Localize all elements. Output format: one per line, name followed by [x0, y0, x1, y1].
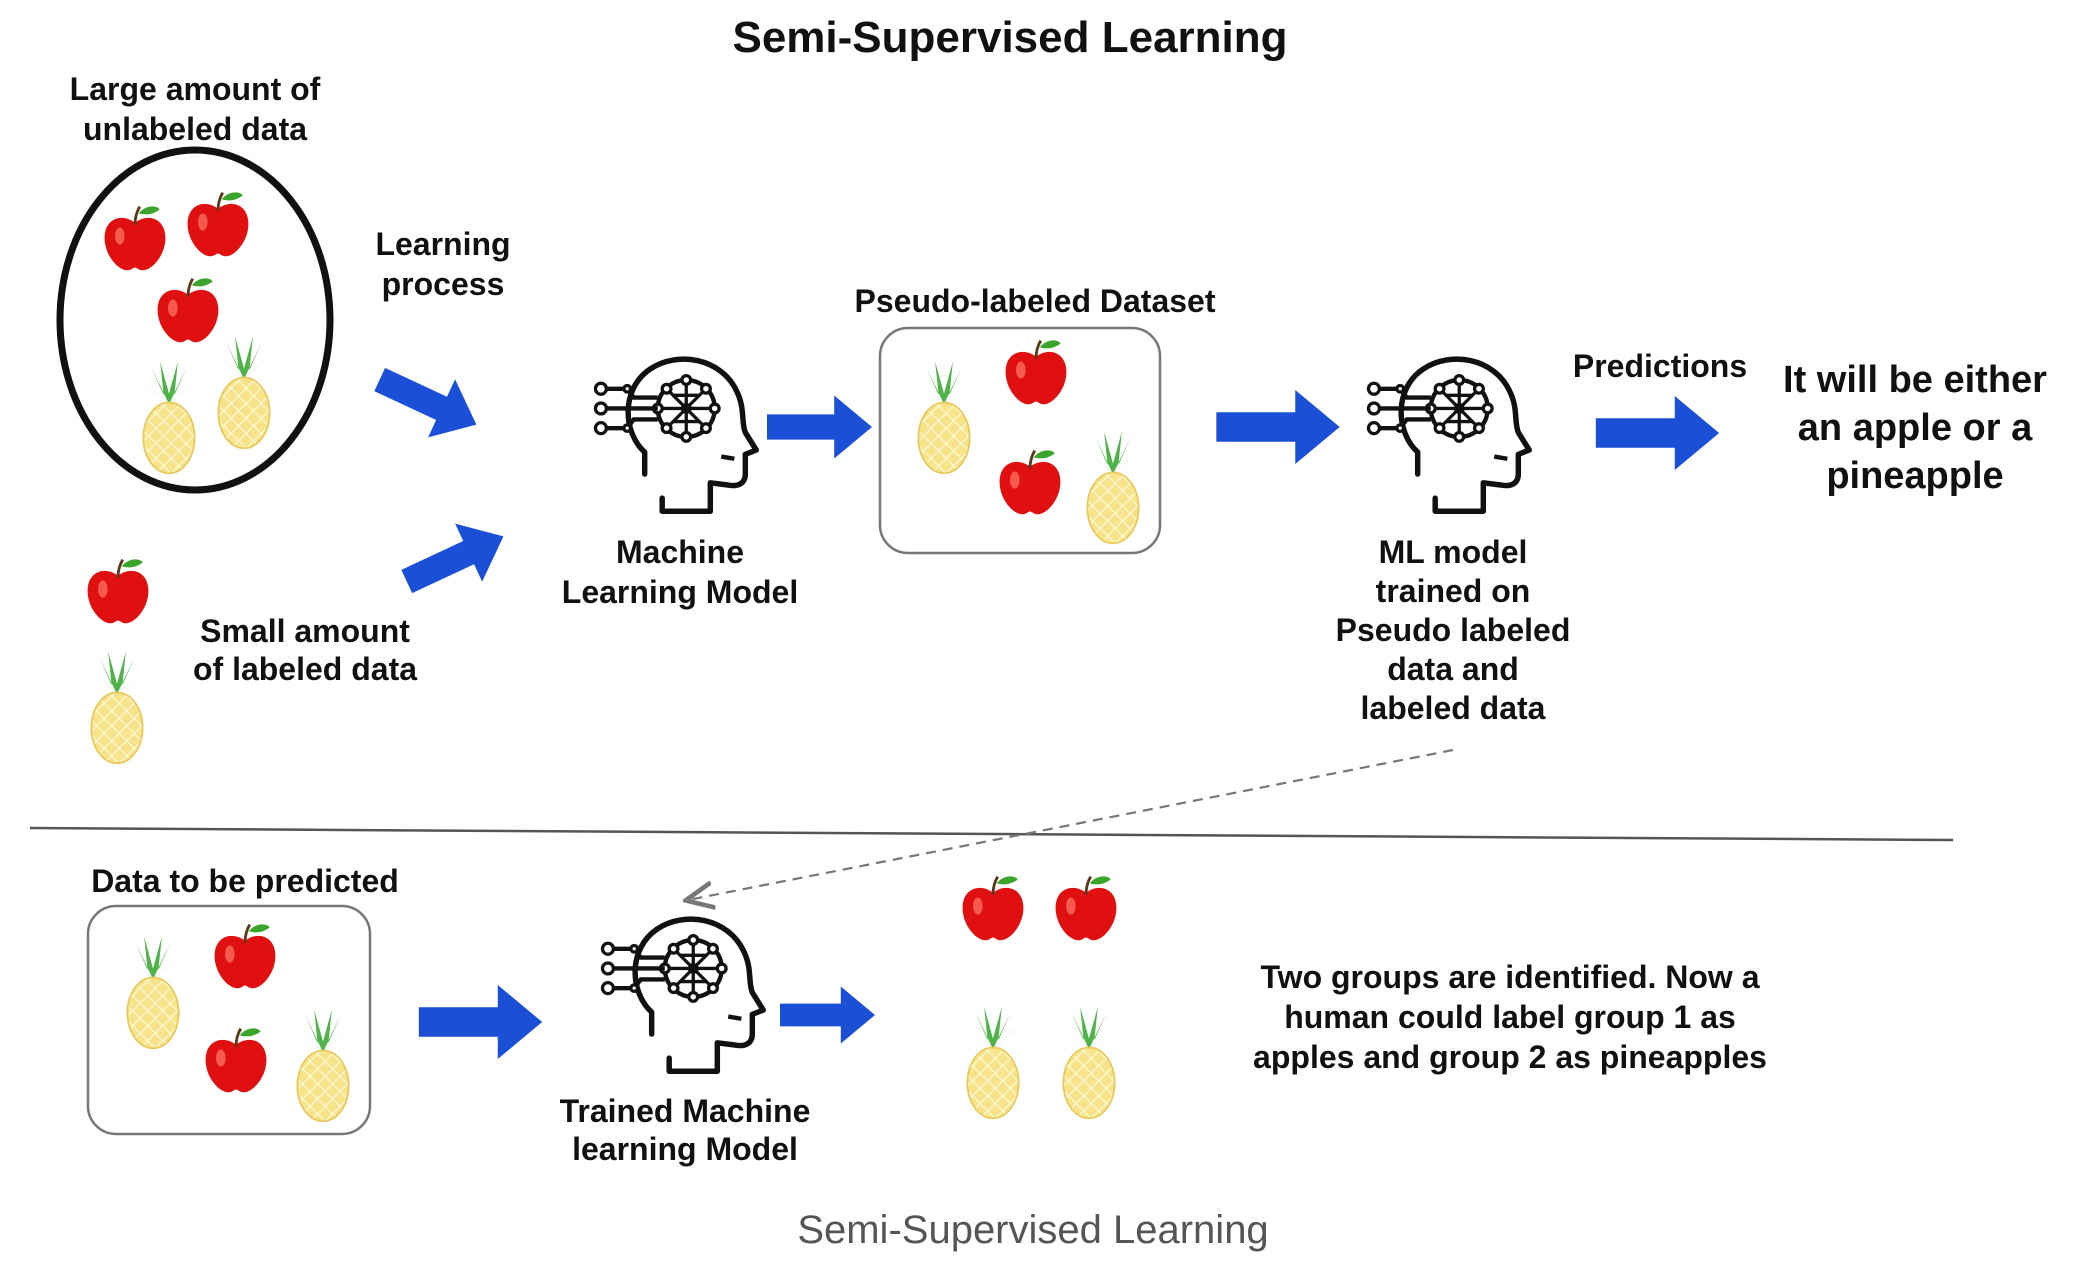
pineapple-icon	[89, 650, 145, 765]
ml-model-label-line2: Learning Model	[562, 574, 798, 610]
pseudo-dataset-label: Pseudo-labeled Dataset	[855, 283, 1216, 319]
figure-caption: Semi-Supervised Learning	[797, 1208, 1268, 1252]
apple-icon	[86, 557, 150, 625]
learning-process-label-line1: Learning	[375, 226, 510, 262]
ml-model-label-line1: Machine	[616, 534, 744, 570]
ml-trained-label-line3: Pseudo labeled	[1336, 612, 1571, 648]
ml-trained-label-line2: trained on	[1376, 573, 1531, 609]
arrow-icon	[418, 985, 543, 1059]
learning-process-label-line2: process	[382, 266, 505, 302]
trained-model-label-line2: learning Model	[572, 1131, 798, 1167]
trained-model-label-line1: Trained Machine	[560, 1093, 811, 1129]
labeled-data-label-line2: of labeled data	[193, 651, 417, 687]
labeled-data-label-line1: Small amount	[200, 613, 410, 649]
unlabeled-data-label-line2: unlabeled data	[83, 111, 307, 147]
apple-icon	[961, 874, 1025, 942]
arrow-icon	[1216, 390, 1340, 464]
pineapple-icon	[965, 1005, 1021, 1120]
ml-model-trained-head-icon	[1368, 359, 1529, 511]
unlabeled-data-label-line1: Large amount of	[70, 71, 321, 107]
arrow-icon	[780, 986, 875, 1044]
result-label-line2: an apple or a	[1798, 407, 2033, 449]
ml-trained-label-line1: ML model	[1379, 534, 1528, 570]
ml-trained-label-line5: labeled data	[1361, 690, 1546, 726]
arrow-icon	[393, 507, 517, 611]
arrow-icon	[366, 350, 490, 454]
dashed-connector-arrow	[688, 748, 1454, 900]
data-to-predict-label: Data to be predicted	[91, 863, 399, 899]
result-label-line3: pineapple	[1826, 455, 2003, 497]
arrow-icon	[1595, 396, 1720, 470]
groups-note-line1: Two groups are identified. Now a	[1261, 959, 1760, 995]
apple-icon	[1054, 874, 1118, 942]
pineapple-icon	[1061, 1005, 1117, 1120]
section-divider	[29, 826, 1954, 842]
groups-note-line2: human could label group 1 as	[1284, 999, 1736, 1035]
groups-note-line3: apples and group 2 as pineapples	[1253, 1039, 1767, 1075]
result-label-line1: It will be either	[1783, 359, 2047, 401]
arrow-icon	[767, 395, 872, 459]
ml-model-head-icon	[595, 359, 756, 511]
diagram-title: Semi-Supervised Learning	[732, 13, 1287, 62]
ml-trained-label-line4: data and	[1387, 651, 1519, 687]
trained-model-head-icon	[602, 919, 763, 1071]
predictions-label: Predictions	[1573, 348, 1747, 384]
